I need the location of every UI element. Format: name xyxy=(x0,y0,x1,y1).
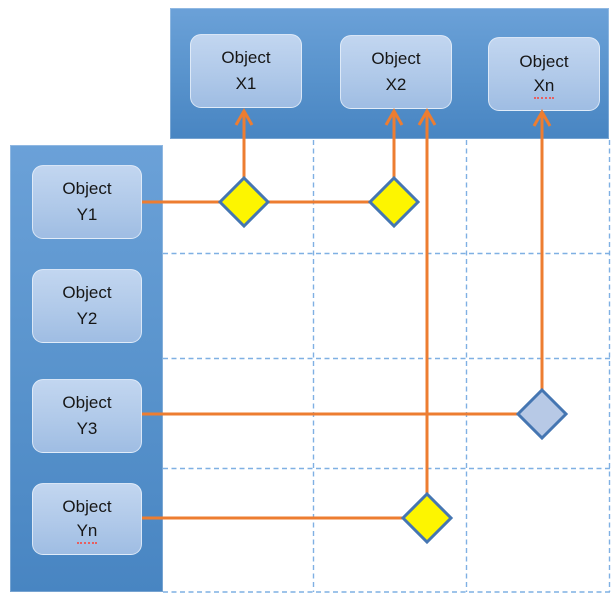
object-y2-label-line2: Y2 xyxy=(76,309,98,328)
object-x2-label-line2: X2 xyxy=(385,75,407,94)
marker-y3-xn-blue-diamond xyxy=(515,387,569,441)
object-xn-box: Object Xn xyxy=(488,37,600,111)
object-yn-label-line1: Object xyxy=(62,497,112,516)
object-x2-label-line1: Object xyxy=(371,49,421,68)
object-y2-box: Object Y2 xyxy=(32,269,142,343)
object-xn-label-line1: Object xyxy=(519,52,569,71)
connectors xyxy=(142,107,552,520)
object-x1-box: Object X1 xyxy=(190,34,302,108)
object-y2-label-line1: Object xyxy=(62,283,112,302)
marker-yn-x2-yellow-diamond xyxy=(400,491,454,545)
object-y1-label-line2: Y1 xyxy=(76,205,98,224)
marker-y1-x1-yellow-diamond xyxy=(217,175,271,229)
object-x1-label-line1: Object xyxy=(221,48,271,67)
object-y1-box: Object Y1 xyxy=(32,165,142,239)
object-y1-label-line1: Object xyxy=(62,179,112,198)
x-axis-band: Object X1 Object X2 Object Xn xyxy=(170,8,609,139)
object-xn-label-line2: Xn xyxy=(533,75,555,99)
y-axis-band: Object Y1 Object Y2 Object Y3 Object Yn xyxy=(10,145,163,592)
object-y3-label-line2: Y3 xyxy=(76,419,98,438)
grid-lines xyxy=(163,140,611,593)
object-x2-box: Object X2 xyxy=(340,35,452,109)
object-yn-box: Object Yn xyxy=(32,483,142,555)
relationship-markers xyxy=(217,175,569,545)
object-x1-label-line2: X1 xyxy=(235,74,257,93)
object-yn-label-line2: Yn xyxy=(76,520,98,544)
marker-y1-x2-yellow-diamond xyxy=(367,175,421,229)
object-y3-label-line1: Object xyxy=(62,393,112,412)
object-y3-box: Object Y3 xyxy=(32,379,142,453)
